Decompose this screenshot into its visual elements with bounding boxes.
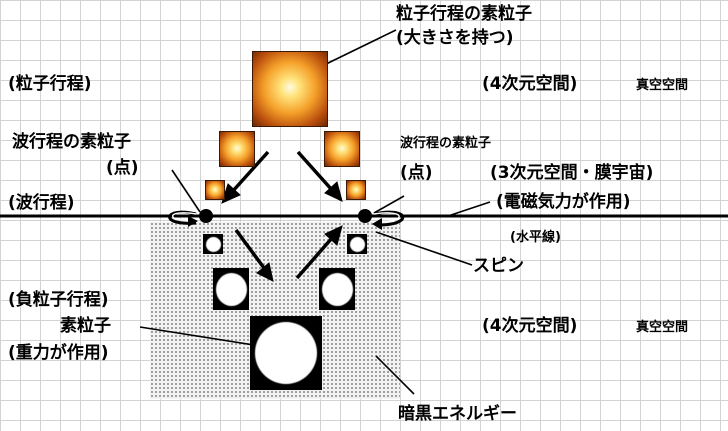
label-wave-particle-left: 波行程の素粒子: [12, 132, 131, 152]
leader-wave-left: [171, 169, 201, 213]
label-particle-top-sub: (大きさを持つ): [396, 28, 514, 48]
label-elementary-particle: 素粒子: [60, 316, 111, 336]
label-vacuum-top: 真空空間: [636, 78, 689, 93]
spin-right-icon: [372, 210, 405, 230]
particle-small-right-icon: [346, 180, 366, 200]
label-dark-energy: 暗黒エネルギー: [398, 404, 517, 424]
antiparticle-medium-left-icon: [213, 268, 249, 310]
leader-spin: [375, 231, 473, 266]
antiparticle-small-right-icon: [347, 234, 367, 254]
particle-small-left-icon: [205, 180, 225, 200]
label-wave-path: (波行程): [8, 193, 75, 213]
arrow-lower-right: [295, 225, 343, 280]
leader-particle-top: [321, 29, 397, 67]
particle-large-icon: [252, 51, 328, 127]
label-3d-space: (3次元空間・膜宇宙): [490, 163, 654, 183]
antiparticle-medium-right-icon: [319, 268, 355, 310]
spin-left-icon: [168, 210, 198, 227]
leader-3d-space: [447, 201, 491, 217]
label-particle-top: 粒子行程の素粒子: [396, 4, 532, 24]
label-wave-point-right: (点): [400, 163, 433, 183]
antiparticle-large-icon: [250, 316, 322, 390]
label-em-force: (電磁気力が作用): [496, 192, 631, 212]
wave-particle-right-dot: [358, 209, 372, 223]
label-negative-path: (負粒子行程): [8, 290, 109, 310]
antiparticle-small-left-icon: [203, 234, 223, 254]
label-wave-particle-right: 波行程の素粒子: [400, 136, 492, 151]
particle-medium-left-icon: [219, 131, 255, 167]
wave-particle-left-dot: [199, 209, 213, 223]
label-horizon: (水平線): [510, 230, 561, 245]
label-4d-space-top: (4次元空間): [482, 74, 578, 94]
label-vacuum-bottom: 真空空間: [636, 320, 689, 335]
arrow-upper-right: [296, 150, 343, 202]
label-spin: スピン: [473, 256, 524, 276]
arrow-lower-left: [234, 228, 274, 282]
leader-elementary: [139, 326, 261, 347]
label-particle-path: (粒子行程): [8, 74, 92, 94]
leader-wave-right: [373, 195, 405, 214]
leader-dark-energy: [375, 355, 415, 395]
arrow-upper-left: [221, 150, 270, 204]
label-4d-space-bottom: (4次元空間): [482, 316, 578, 336]
label-wave-point-left: (点): [106, 158, 139, 178]
label-gravity: (重力が作用): [8, 343, 109, 363]
particle-medium-right-icon: [324, 131, 360, 167]
